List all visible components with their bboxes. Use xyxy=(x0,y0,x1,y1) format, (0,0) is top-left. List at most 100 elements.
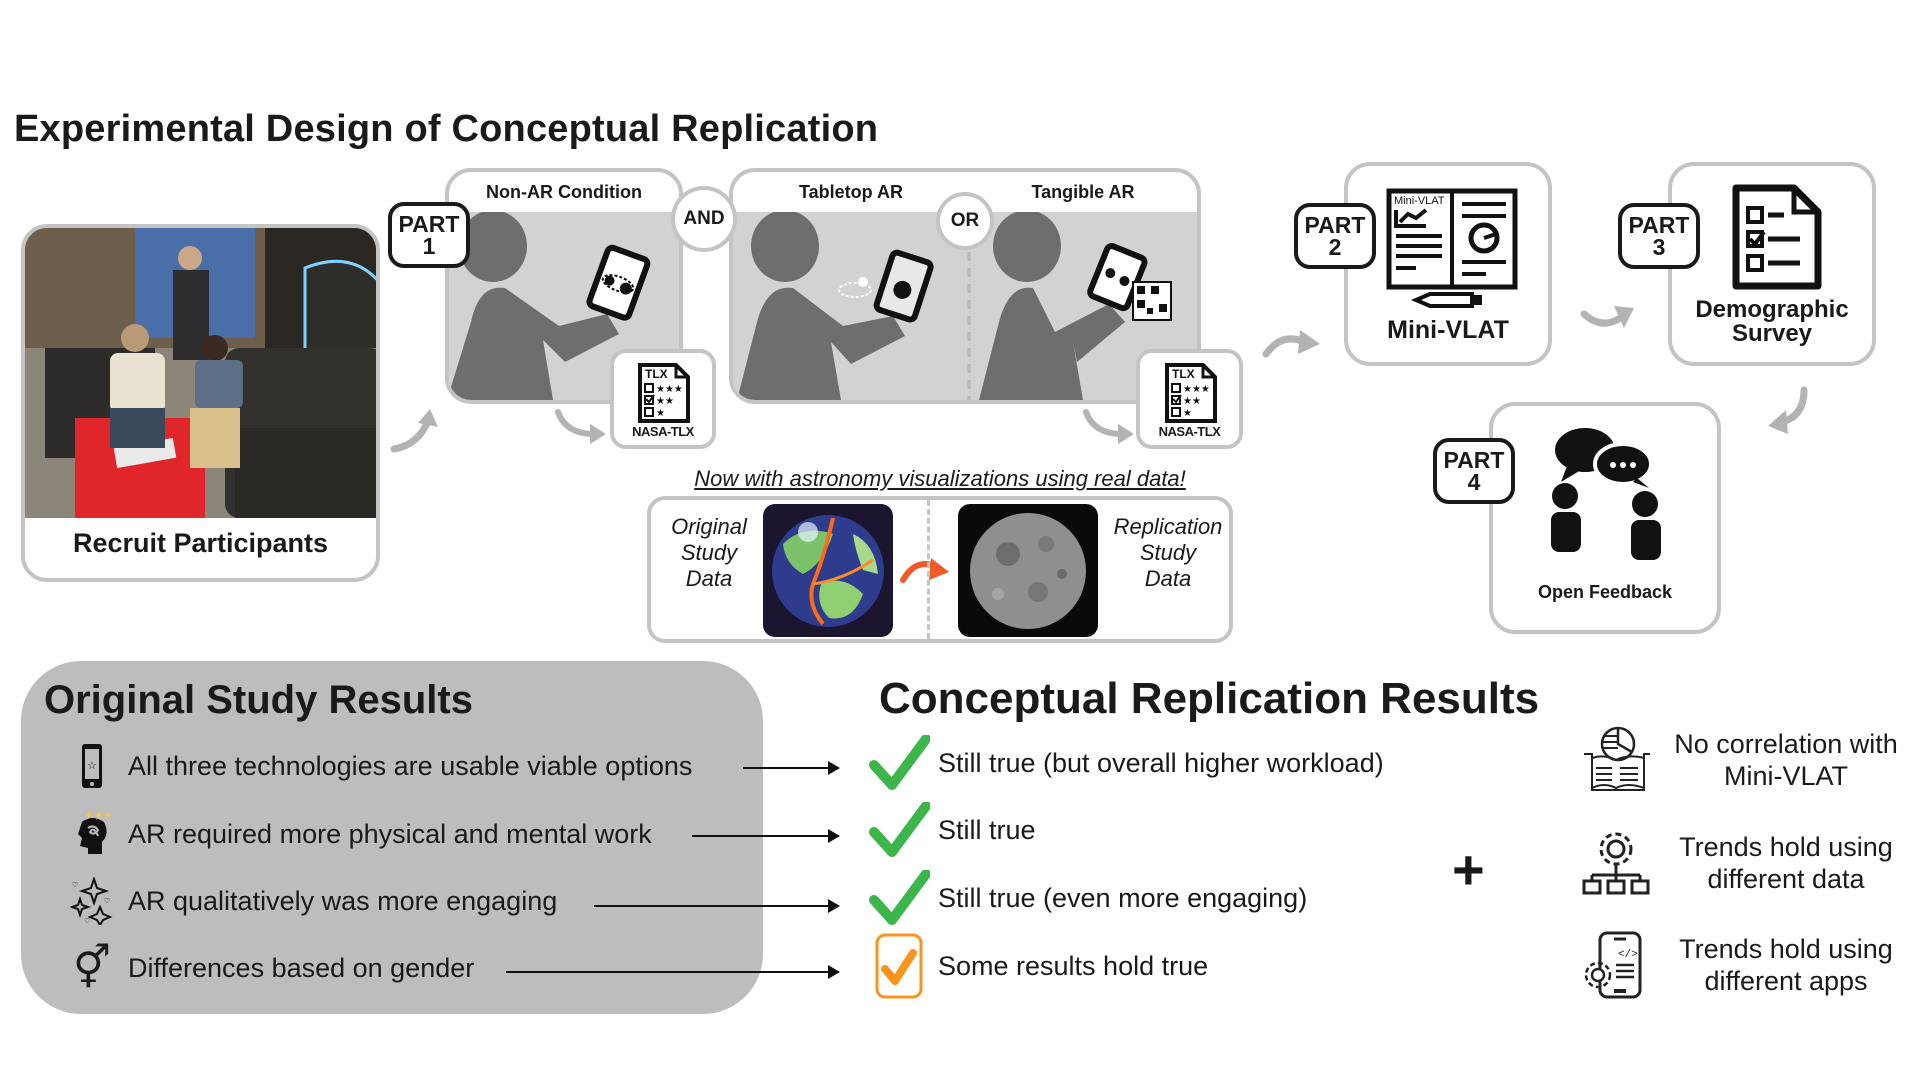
gender-icon: ⚥ xyxy=(73,944,111,991)
phone-star-icon: ☆ xyxy=(68,742,116,790)
replication-result-item: Still true xyxy=(866,802,1036,858)
person-head xyxy=(459,212,527,282)
replication-result-item: Some results hold true xyxy=(866,933,1209,999)
flow-arrow-recruit-to-part1 xyxy=(390,409,438,453)
svg-text:</>: </> xyxy=(1618,949,1638,961)
conceptual-replication-results-title: Conceptual Replication Results xyxy=(879,674,1540,723)
part-3-badge: PART 3 xyxy=(1618,203,1700,269)
or-joiner: OR xyxy=(936,192,994,250)
person-body xyxy=(979,287,1125,400)
conversation-people-icon xyxy=(1551,428,1661,560)
astronomy-caption: Now with astronomy visualizations using … xyxy=(694,466,1186,491)
part-word: PART xyxy=(1628,212,1690,238)
svg-text:★: ★ xyxy=(1183,408,1192,419)
flow-arrow-to-tlx-1 xyxy=(555,409,606,444)
tlx-questionnaire-icon: TLX ★★★ ★★ ★ xyxy=(638,363,690,423)
svg-text:★★★: ★★★ xyxy=(1183,384,1210,395)
original-result-text: Differences based on gender xyxy=(128,952,475,983)
part-number: 4 xyxy=(1467,469,1481,495)
astronomy-divider xyxy=(927,500,930,639)
non-ar-condition-label: Non-AR Condition xyxy=(486,181,642,202)
part-number: 2 xyxy=(1328,234,1342,260)
connector-arrow xyxy=(506,965,840,979)
original-result-item: ⚥ Differences based on gender xyxy=(68,943,474,993)
sparkles-hearts-icon: ♡ ♡ ♡ xyxy=(68,877,116,925)
original-study-results-panel xyxy=(21,661,763,1014)
flow-arrow-to-part3 xyxy=(1580,306,1634,328)
part-2-badge: PART 2 xyxy=(1294,203,1376,269)
flow-arrow-to-tlx-2 xyxy=(1083,409,1134,444)
figure-title: Experimental Design of Conceptual Replic… xyxy=(14,108,879,150)
svg-text:★★: ★★ xyxy=(1183,396,1201,407)
part-word: PART xyxy=(1443,447,1505,473)
replication-result-item: Still true (even more engaging) xyxy=(866,870,1307,926)
survey-checklist-icon xyxy=(1732,184,1822,290)
phone-code-gear-icon: </> xyxy=(1584,931,1642,999)
recruit-participants-label: Recruit Participants xyxy=(72,528,329,558)
and-joiner: AND xyxy=(671,186,737,252)
connector-arrow xyxy=(743,761,840,775)
original-result-item: ☆ All three technologies are usable viab… xyxy=(68,741,692,791)
svg-text:★★: ★★ xyxy=(656,396,674,407)
orange-check-box-icon xyxy=(866,933,932,999)
part-4-badge: PART 4 xyxy=(1433,438,1515,504)
green-check-icon xyxy=(866,799,932,861)
qr-cube-icon xyxy=(1132,281,1172,321)
tablet-icon xyxy=(873,249,934,323)
svg-text:Mini-VLAT: Mini-VLAT xyxy=(1394,195,1445,207)
moon-visualization xyxy=(958,504,1098,637)
photo-illustration xyxy=(25,228,376,518)
person-head xyxy=(751,212,819,282)
ar-orbit-icon xyxy=(838,277,872,298)
person-body xyxy=(737,287,905,400)
nasa-tlx-card-2: TLX ★★★ ★★ ★ NASA-TLX xyxy=(1136,349,1243,449)
open-feedback-card: Open Feedback xyxy=(1489,402,1721,634)
svg-text:♡: ♡ xyxy=(72,881,78,889)
part-word: PART xyxy=(1304,212,1366,238)
original-result-item: ♡ ♡ ♡ AR qualitatively was more engaging xyxy=(68,876,557,926)
ar-conditions-card: Tabletop AR Tangible AR xyxy=(729,168,1201,404)
svg-text:★: ★ xyxy=(656,408,665,419)
replication-result-item: Still true (but overall higher workload) xyxy=(866,735,1384,791)
original-result-item: ⚡⚡⚡ AR required more physical and mental… xyxy=(68,809,652,859)
tabletop-ar-label: Tabletop AR xyxy=(799,181,903,202)
connector-arrow xyxy=(692,829,840,843)
stressed-head-icon: ⚡⚡⚡ xyxy=(68,810,116,858)
nasa-tlx-label: NASA-TLX xyxy=(632,424,694,439)
recruit-participants-card: Recruit Participants xyxy=(21,224,380,582)
flow-arrow-to-part4 xyxy=(1768,386,1808,434)
tlx-questionnaire-icon: TLX ★★★ ★★ ★ xyxy=(1164,363,1217,423)
book-pie-chart-icon xyxy=(1584,726,1650,791)
conference-photo xyxy=(25,228,376,518)
replication-result-text: Still true (even more engaging) xyxy=(938,882,1308,913)
tablet-icon xyxy=(586,244,651,321)
mini-vlat-test-icon: Mini-VLAT xyxy=(1386,188,1518,308)
tangible-ar-label: Tangible AR xyxy=(1031,181,1135,202)
svg-text:♡: ♡ xyxy=(84,917,90,925)
part-1-badge: PART 1 xyxy=(388,202,470,268)
replication-result-text: Some results hold true xyxy=(938,950,1209,981)
part-number: 3 xyxy=(1652,234,1666,260)
original-study-results-title: Original Study Results xyxy=(44,678,473,722)
original-result-text: AR required more physical and mental wor… xyxy=(128,818,652,849)
original-result-text: AR qualitatively was more engaging xyxy=(128,885,558,916)
replication-result-text: Still true xyxy=(938,814,1036,845)
replication-result-text: Still true (but overall higher workload) xyxy=(938,747,1384,778)
svg-text:♡: ♡ xyxy=(104,897,110,905)
open-feedback-label: Open Feedback xyxy=(1537,582,1673,602)
flow-arrow-to-part2 xyxy=(1262,330,1320,358)
ar-illustration xyxy=(733,212,1197,400)
original-result-text: All three technologies are usable viable… xyxy=(128,750,693,781)
part-number: 1 xyxy=(422,233,436,259)
plus-sign: + xyxy=(1452,838,1485,901)
svg-text:☆: ☆ xyxy=(87,760,97,772)
svg-text:TLX: TLX xyxy=(645,367,668,381)
